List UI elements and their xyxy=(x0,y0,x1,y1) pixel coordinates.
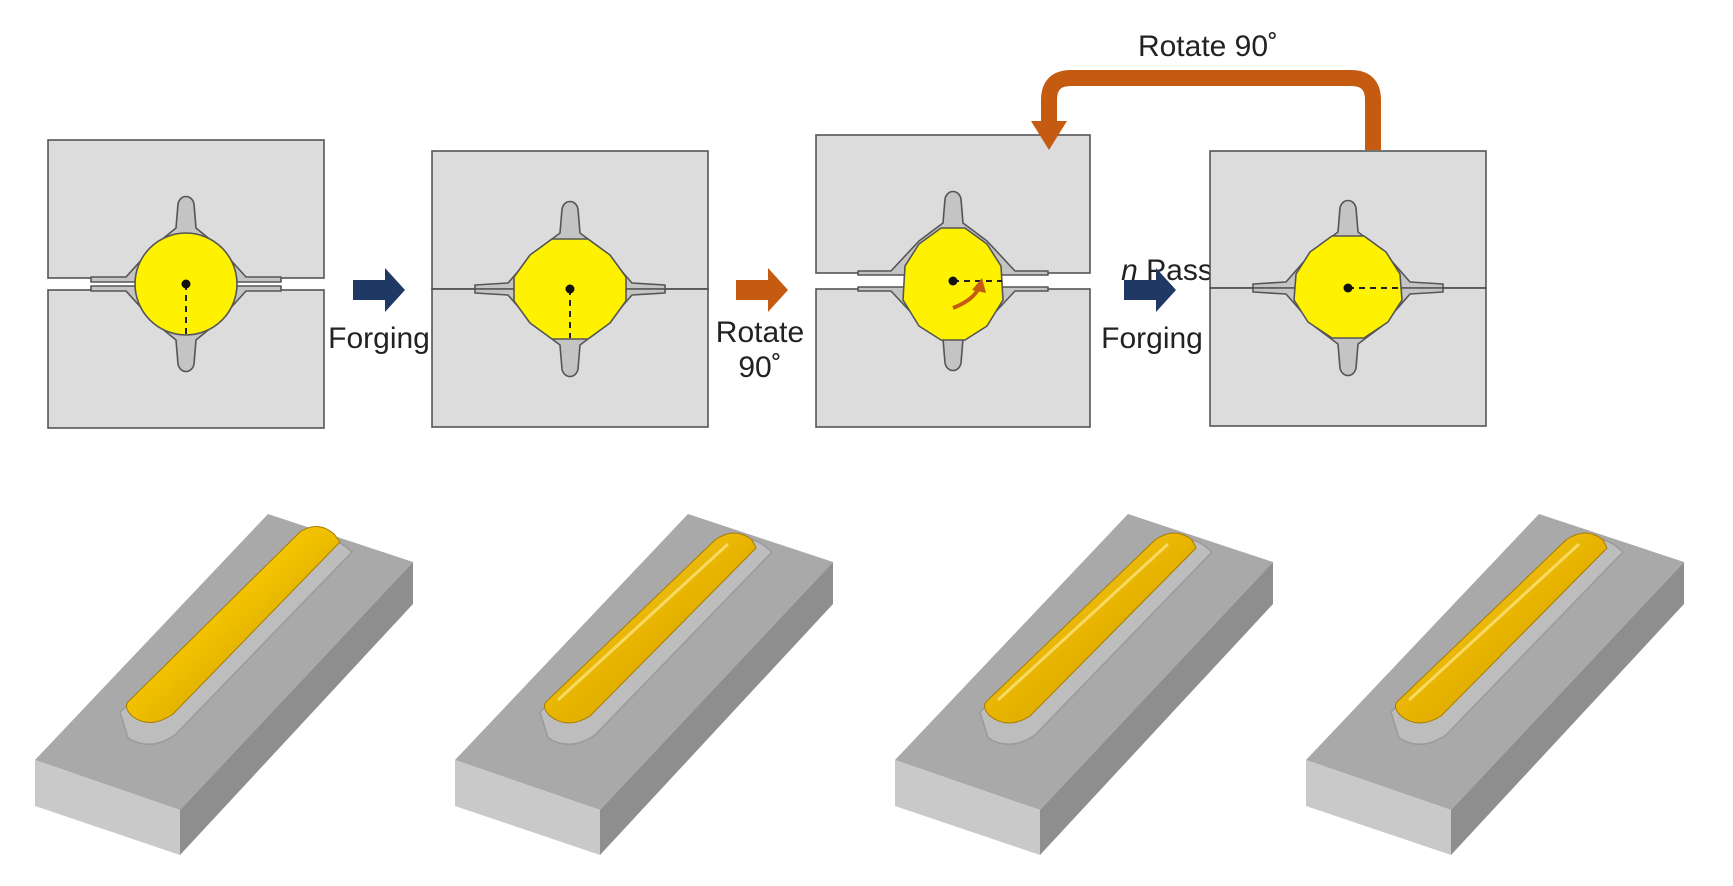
loop-rotate-label: Rotate 90˚ xyxy=(1138,30,1278,63)
die-block-front xyxy=(455,760,600,855)
billet-center xyxy=(181,279,191,289)
stage-3-cross-section xyxy=(815,134,1091,428)
rotate-arrow-1 xyxy=(736,268,788,312)
die-block-side xyxy=(600,562,833,855)
die-block-front xyxy=(35,760,180,855)
die-block-front xyxy=(895,760,1040,855)
rotate-label-line1: Rotate xyxy=(716,316,804,349)
billet-center xyxy=(565,284,575,294)
die-block-front xyxy=(1306,760,1451,855)
forged-rod xyxy=(544,532,757,724)
loop-back-arrow xyxy=(1031,70,1381,150)
rotated-rod xyxy=(984,532,1197,724)
billet-center xyxy=(1343,283,1353,293)
die-block-side xyxy=(1451,562,1684,855)
stage-4-cross-section xyxy=(1209,150,1487,427)
die-3d-view-4 xyxy=(1306,514,1684,855)
die-3d-view-3 xyxy=(895,514,1273,855)
forging-arrow-2 xyxy=(1124,268,1176,312)
forging-label-1: Forging xyxy=(328,322,430,355)
rotate-label-line2: 90˚ xyxy=(738,351,781,384)
die-3d-view-1 xyxy=(35,514,413,855)
final-rod xyxy=(1395,532,1608,724)
stage-1-cross-section xyxy=(47,139,325,429)
stage-2-cross-section xyxy=(431,150,709,428)
die-3d-view-2 xyxy=(455,514,833,855)
die-block-side xyxy=(1040,562,1273,855)
round-rod xyxy=(126,526,341,723)
forging-arrow-1 xyxy=(353,268,405,312)
billet-center xyxy=(948,276,958,286)
die-block-side xyxy=(180,562,413,855)
forging-label-2: Forging xyxy=(1101,322,1203,355)
